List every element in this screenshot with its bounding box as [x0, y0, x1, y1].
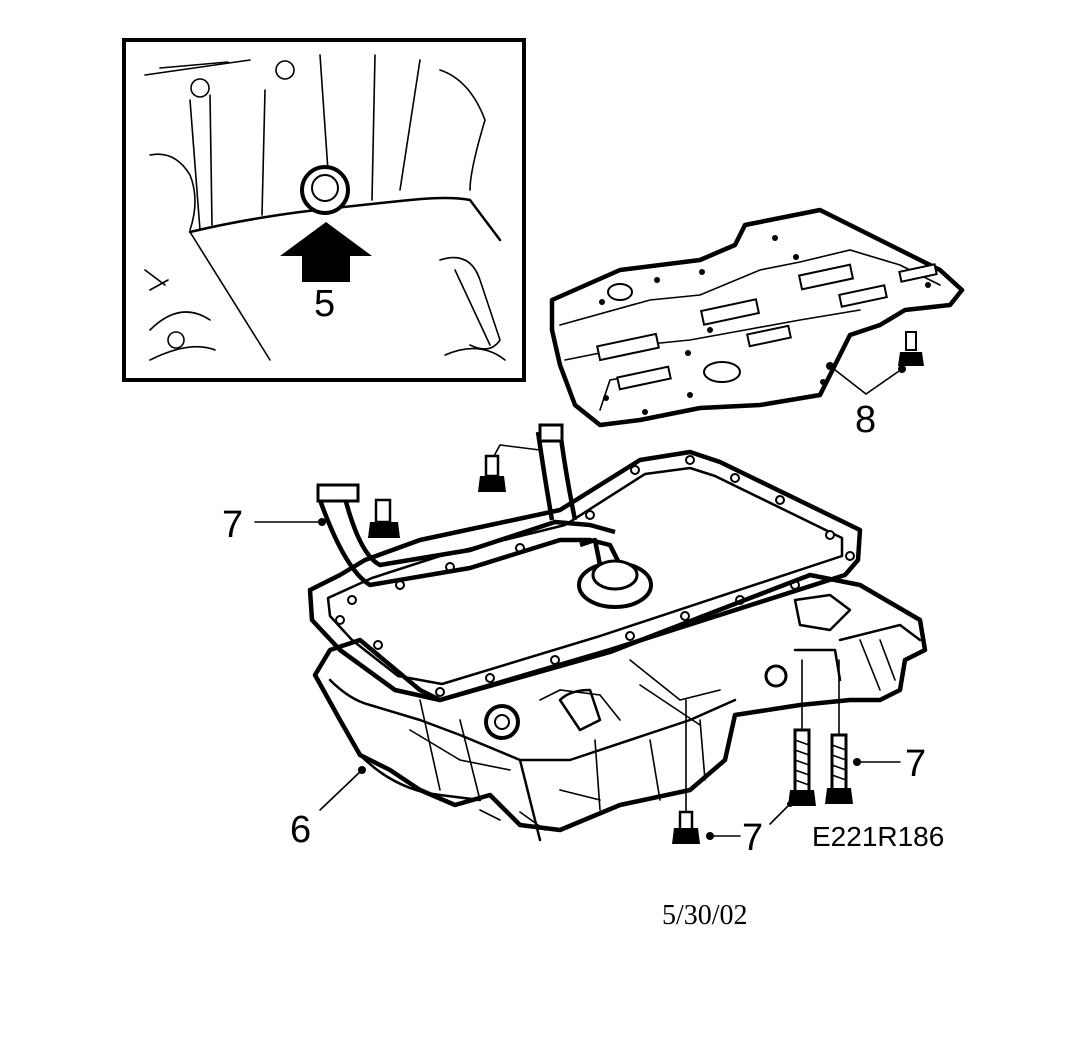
callout-7-bottom: 7	[742, 817, 763, 859]
up-arrow-icon	[280, 222, 372, 282]
print-date: 5/30/02	[662, 900, 748, 931]
pan-bolt-long-left	[788, 728, 816, 806]
pickup-bolt-left	[368, 498, 400, 538]
oil-pan: 6	[290, 572, 928, 851]
oil-pickup-tube	[316, 423, 653, 609]
pan-bolt-long-right	[825, 733, 853, 804]
callout-7-right: 7	[905, 743, 926, 785]
pan-bolt-short	[672, 810, 700, 844]
callout-5: 5	[314, 283, 335, 325]
callout-6: 6	[290, 809, 311, 851]
pickup-bolt-top	[478, 454, 506, 492]
windage-tray-bolt	[898, 331, 924, 366]
callout-8: 8	[855, 399, 876, 441]
windage-tray: 8	[549, 207, 965, 441]
callout-7-upper: 7	[222, 504, 243, 546]
inset-detail-view: 5	[122, 38, 526, 382]
drain-plug	[300, 165, 350, 215]
reference-code: E221R186	[812, 821, 944, 852]
